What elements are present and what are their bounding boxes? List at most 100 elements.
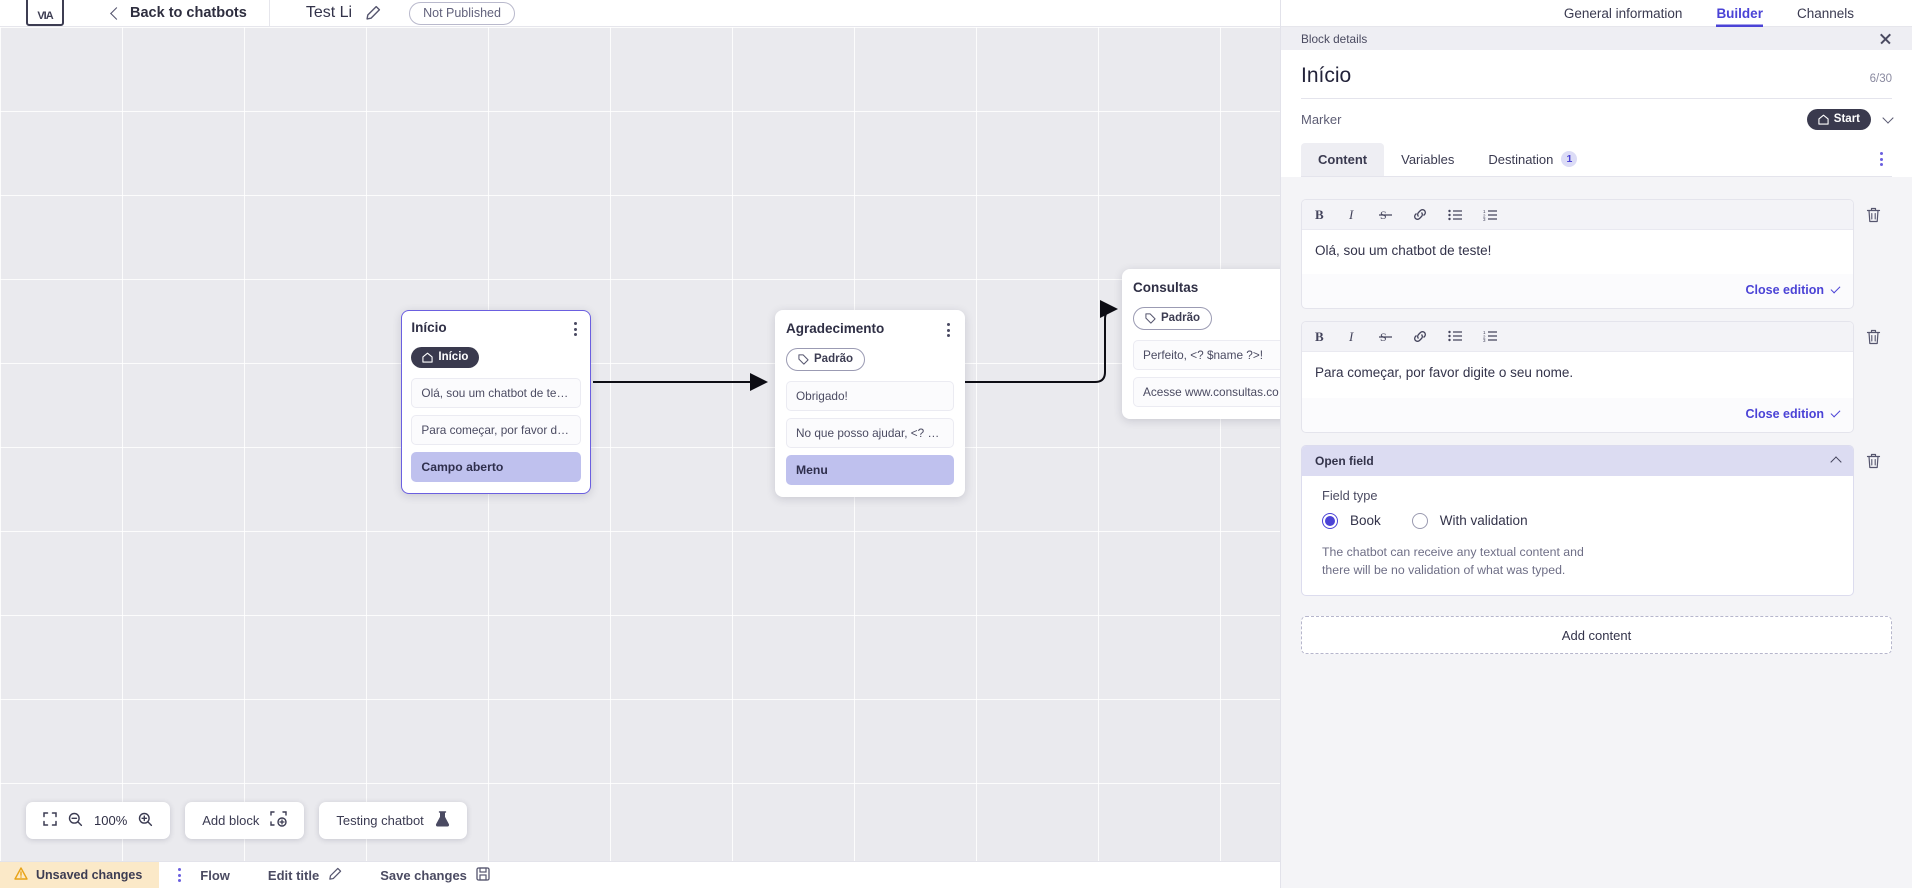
svg-text:B: B: [1315, 208, 1324, 221]
svg-text:2: 2: [1483, 335, 1486, 340]
bullet-list-icon[interactable]: [1448, 209, 1462, 221]
add-block-icon: [270, 811, 288, 830]
node-row[interactable]: Menu: [786, 455, 954, 485]
radio-with-validation-label[interactable]: With validation: [1439, 513, 1528, 529]
svg-text:2: 2: [1483, 213, 1486, 218]
unsaved-label: Unsaved changes: [36, 868, 143, 882]
node-chip-label: Início: [438, 351, 469, 364]
marker-value-label: Start: [1833, 113, 1860, 125]
node-row[interactable]: Perfeito, <? $name ?>!: [1133, 340, 1301, 370]
tab-channels[interactable]: Channels: [1796, 5, 1854, 21]
destination-badge: 1: [1561, 151, 1578, 167]
svg-text:I: I: [1348, 208, 1354, 221]
node-row[interactable]: Acesse www.consultas.com par...: [1133, 377, 1301, 407]
back-label: Back to chatbots: [130, 5, 247, 21]
marker-row: Marker Start: [1301, 99, 1894, 142]
tab-builder[interactable]: Builder: [1716, 0, 1763, 27]
delete-icon[interactable]: [1854, 199, 1892, 223]
tab-destination[interactable]: Destination 1: [1471, 142, 1594, 176]
content-editors: B I S 123 Olá, sou um chatbot de teste! …: [1281, 177, 1912, 597]
chevron-up-icon[interactable]: [1830, 456, 1842, 468]
node-row[interactable]: Obrigado!: [786, 381, 954, 411]
node-kebab-menu-icon[interactable]: [570, 320, 581, 338]
zoom-in-icon[interactable]: [138, 812, 153, 830]
bottom-kebab-menu-icon[interactable]: [178, 868, 182, 882]
delete-icon[interactable]: [1854, 321, 1892, 345]
close-edition-button[interactable]: Close edition: [1746, 407, 1841, 421]
zoom-controls[interactable]: 100%: [26, 802, 171, 839]
tab-variables-label: Variables: [1401, 151, 1455, 167]
italic-icon[interactable]: I: [1348, 330, 1358, 343]
editor-text[interactable]: Para começar, por favor digite o seu nom…: [1302, 351, 1853, 398]
bullet-list-icon[interactable]: [1448, 330, 1462, 342]
node-row[interactable]: No que posso ajudar, <? $name ...: [786, 418, 954, 448]
pencil-icon: [328, 867, 342, 884]
marker-control: Start: [1806, 109, 1894, 130]
delete-icon[interactable]: [1854, 445, 1892, 469]
add-content-button[interactable]: Add content: [1301, 616, 1892, 655]
svg-text:I: I: [1348, 330, 1354, 343]
testing-chatbot-button[interactable]: Testing chatbot: [319, 802, 467, 839]
italic-icon[interactable]: I: [1348, 208, 1358, 221]
block-details-panel: General information Builder Channels Blo…: [1280, 0, 1912, 888]
close-edition-label: Close edition: [1745, 282, 1824, 297]
close-icon[interactable]: [1879, 32, 1892, 45]
open-field-header[interactable]: Open field: [1302, 445, 1853, 476]
node-row[interactable]: Para começar, por favor digite o ...: [411, 415, 581, 446]
svg-text:3: 3: [1483, 217, 1486, 221]
node-marker-chip: Início: [411, 347, 480, 369]
flask-icon: [435, 811, 450, 830]
tag-icon: [1145, 312, 1156, 324]
add-block-button[interactable]: Add block: [185, 802, 305, 839]
panel-kebab-menu-icon[interactable]: [1871, 152, 1892, 166]
back-to-chatbots-link[interactable]: Back to chatbots: [110, 5, 247, 21]
editor-text[interactable]: Olá, sou um chatbot de teste!: [1302, 230, 1853, 274]
zoom-out-icon[interactable]: [68, 812, 83, 830]
radio-with-validation[interactable]: [1411, 512, 1428, 529]
open-field-panel: Open field Field type Book With validati…: [1301, 444, 1854, 597]
editor-card: B I S 123 Para começar, por favor digite…: [1301, 320, 1892, 433]
node-marker-chip: Padrão: [1133, 307, 1212, 330]
edit-pencil-icon[interactable]: [365, 5, 381, 21]
strikethrough-icon[interactable]: S: [1379, 330, 1392, 343]
edit-title-button[interactable]: Edit title: [268, 867, 342, 884]
divider: [268, 0, 270, 27]
tab-variables[interactable]: Variables: [1384, 143, 1471, 176]
link-icon[interactable]: [1413, 208, 1427, 221]
save-changes-button[interactable]: Save changes: [380, 866, 490, 884]
fit-screen-icon[interactable]: [43, 812, 57, 829]
bold-icon[interactable]: B: [1315, 208, 1327, 221]
chevron-down-icon[interactable]: [1882, 111, 1894, 124]
rich-text-editor[interactable]: B I S 123 Para começar, por favor digite…: [1301, 320, 1854, 433]
block-title: Início: [1301, 64, 1352, 87]
node-header: Consultas: [1133, 280, 1301, 298]
warning-icon: [14, 867, 28, 883]
zoom-level: 100%: [94, 813, 128, 828]
bold-icon[interactable]: B: [1315, 330, 1327, 343]
tab-general-information[interactable]: General information: [1563, 5, 1683, 21]
node-row[interactable]: Campo aberto: [411, 452, 581, 483]
node-kebab-menu-icon[interactable]: [943, 321, 954, 339]
radio-book[interactable]: [1322, 512, 1338, 529]
tab-content[interactable]: Content: [1301, 142, 1385, 176]
link-icon[interactable]: [1413, 330, 1427, 343]
page-title: Test Li: [305, 4, 353, 21]
panel-top-tabs: General information Builder Channels: [1281, 0, 1912, 27]
flow-node-inicio[interactable]: Início Início Olá, sou um chatbot de tes…: [401, 310, 591, 494]
node-title: Início: [411, 320, 447, 336]
flow-button[interactable]: Flow: [200, 868, 230, 883]
add-block-label: Add block: [202, 813, 260, 828]
strikethrough-icon[interactable]: S: [1379, 208, 1392, 221]
home-icon: [1818, 114, 1829, 125]
app-logo-icon[interactable]: VIA: [26, 0, 64, 26]
editor-toolbar: B I S 123: [1302, 321, 1853, 352]
flow-node-agradecimento[interactable]: Agradecimento Padrão Obrigado! No que po…: [775, 310, 965, 497]
node-row[interactable]: Olá, sou um chatbot de teste!: [411, 378, 581, 409]
rich-text-editor[interactable]: B I S 123 Olá, sou um chatbot de teste! …: [1301, 199, 1854, 309]
radio-book-label[interactable]: Book: [1350, 513, 1381, 529]
close-edition-button[interactable]: Close edition: [1745, 282, 1841, 297]
check-icon: [1830, 283, 1841, 294]
marker-value-chip[interactable]: Start: [1806, 109, 1871, 130]
